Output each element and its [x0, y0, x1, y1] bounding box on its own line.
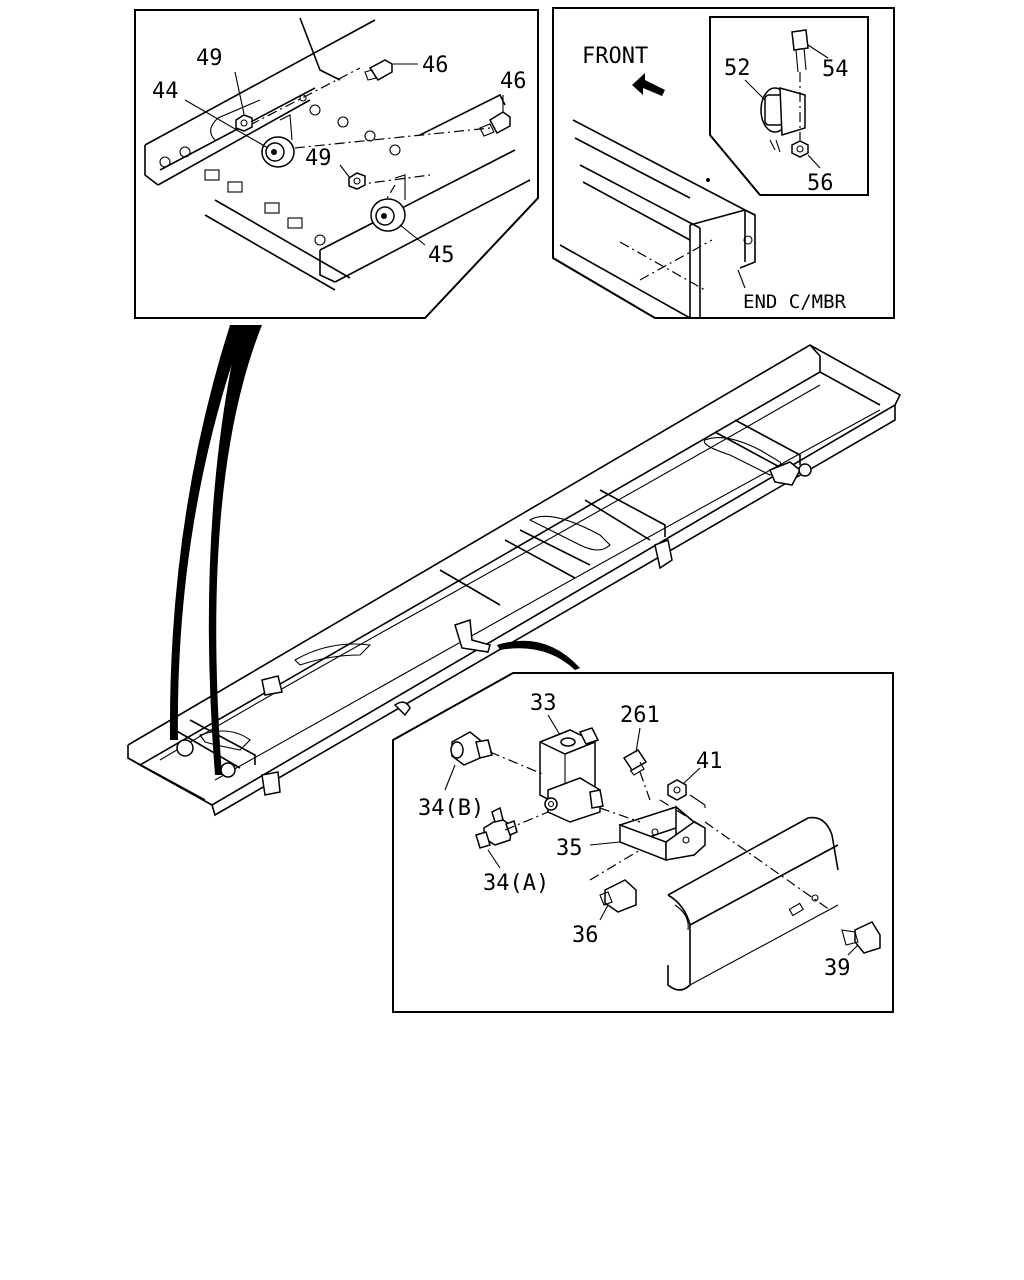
buzzer-52-icon [760, 86, 806, 153]
horn-45-icon [370, 174, 406, 232]
nut-41-icon [667, 779, 687, 801]
label-33: 33 [530, 691, 557, 716]
label-49-lower: 49 [305, 146, 332, 171]
label-45: 45 [428, 243, 455, 268]
horn-panel: 49 46 44 46 49 45 [134, 9, 539, 319]
label-46-right: 46 [500, 69, 527, 94]
nut-49-lower-icon [348, 172, 366, 190]
front-arrow-icon [632, 73, 665, 96]
horn-44-icon [261, 114, 295, 168]
nut-56-icon [791, 140, 809, 158]
label-39: 39 [824, 956, 851, 981]
chassis-frame [127, 344, 902, 817]
label-49-upper: 49 [196, 46, 223, 71]
label-261: 261 [620, 703, 660, 728]
label-front: FRONT [582, 44, 648, 69]
label-56: 56 [807, 171, 834, 196]
bolt-39-icon [841, 921, 881, 954]
bolt-261-icon [622, 749, 648, 776]
fitting-34a-icon [475, 806, 518, 849]
label-46-upper: 46 [422, 53, 449, 78]
fitting-34b-icon [450, 731, 493, 766]
bolt-46-upper-icon [364, 59, 393, 81]
bolt-54-icon [791, 29, 809, 73]
label-54: 54 [822, 57, 849, 82]
frame-section [667, 816, 839, 991]
valve-panel: 33 261 41 34(B) 35 34(A) 36 39 [392, 672, 894, 1013]
label-44: 44 [152, 79, 179, 104]
bolt-46-right-icon [479, 111, 511, 137]
label-34a: 34(A) [483, 871, 549, 896]
rail-holes [159, 94, 401, 246]
label-36: 36 [572, 923, 599, 948]
valve-33-icon [539, 727, 604, 823]
label-52: 52 [724, 56, 751, 81]
label-41: 41 [696, 749, 723, 774]
nut-49-icon [235, 114, 253, 132]
label-end-member: END C/MBR [743, 291, 847, 313]
bolt-36-icon [599, 879, 637, 913]
end-member-panel: FRONT 52 54 56 END C/MBR [552, 7, 895, 319]
label-35: 35 [556, 836, 583, 861]
label-34b: 34(B) [418, 796, 484, 821]
